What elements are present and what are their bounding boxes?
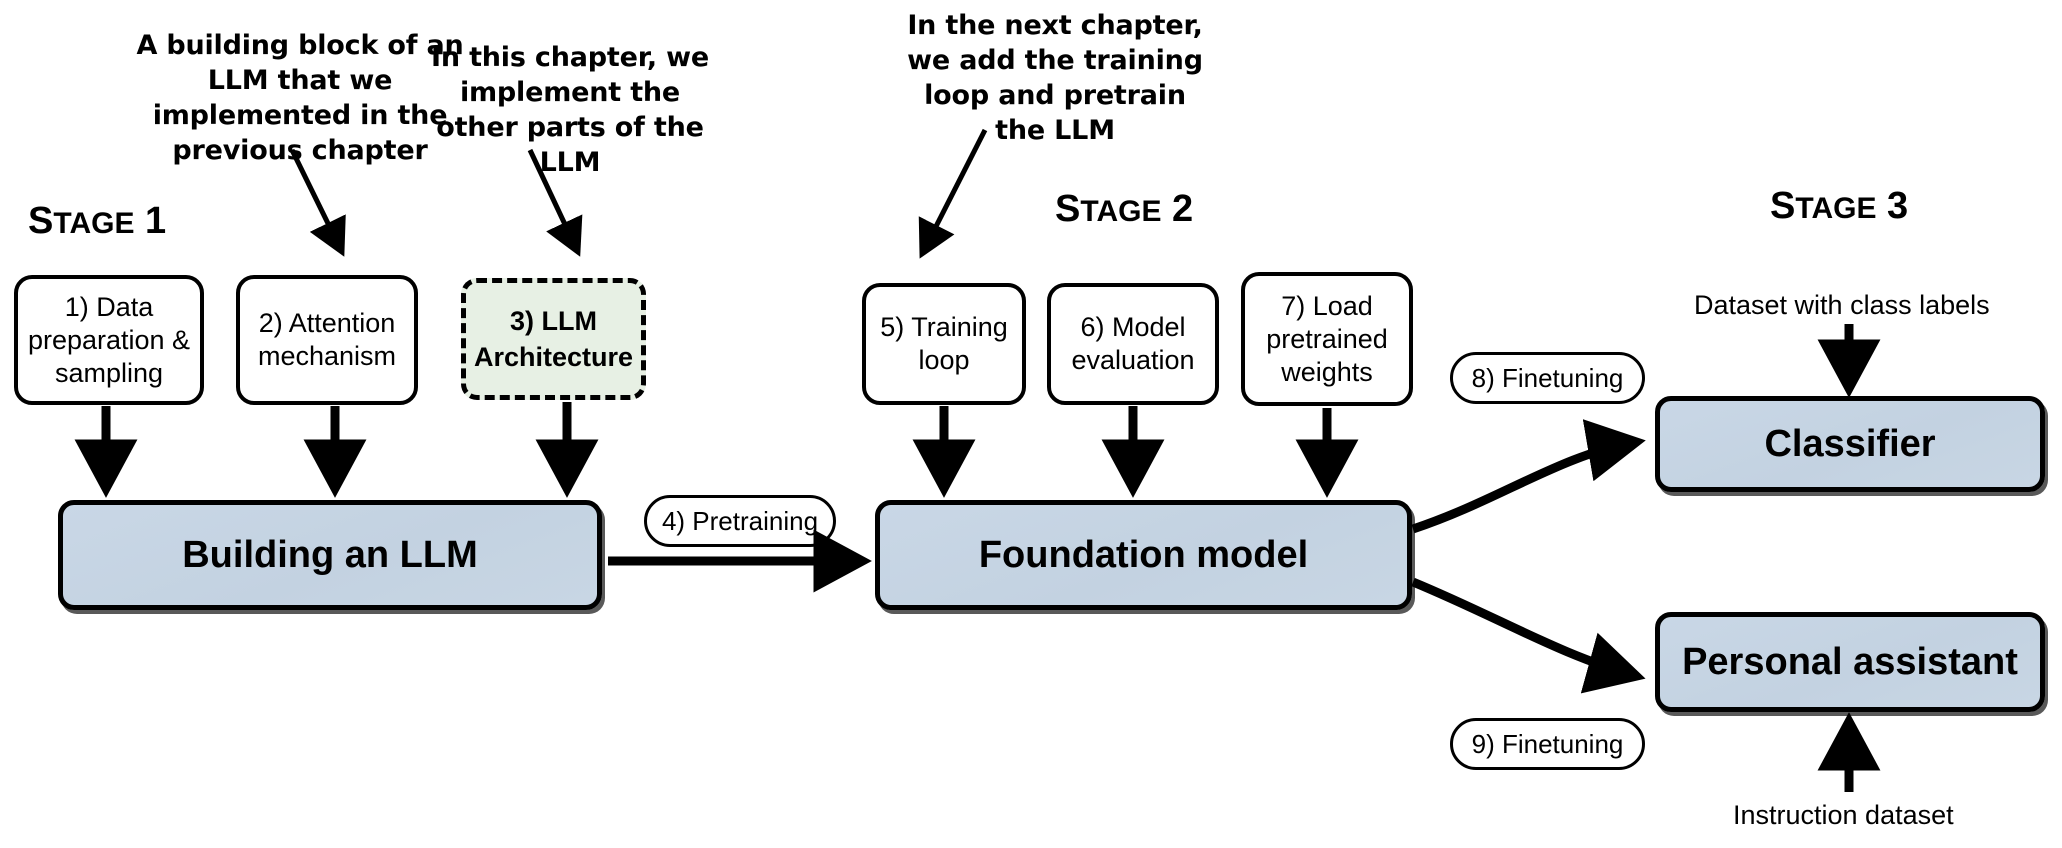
node-building-an-llm[interactable]: Building an LLM — [58, 500, 602, 610]
caption-dataset-class-labels: Dataset with class labels — [1694, 290, 1990, 320]
node-finetuning-8[interactable]: 8) Finetuning — [1450, 352, 1645, 404]
node-data-preparation[interactable]: 1) Data preparation & sampling — [14, 275, 204, 405]
stage-label-1-number: 1 — [145, 200, 167, 242]
node-model-evaluation[interactable]: 6) Model evaluation — [1047, 283, 1219, 405]
annotation-this-chapter: In this chapter, we implement the other … — [431, 42, 709, 178]
stage-label-3-rest: TAGE — [1795, 192, 1877, 225]
node-training-loop[interactable]: 5) Training loop — [862, 283, 1026, 405]
stage-label-2: STAGE 2 — [1055, 188, 1193, 231]
node-classifier[interactable]: Classifier — [1655, 396, 2045, 492]
node-llm-architecture[interactable]: 3) LLM Architecture — [461, 278, 646, 400]
node-personal-assistant[interactable]: Personal assistant — [1655, 612, 2045, 712]
arrow-foundation-to-classifier — [1411, 419, 1646, 534]
stage-label-1-prefix: S — [28, 200, 54, 242]
annotation-previous-chapter: A building block of an LLM that we imple… — [136, 30, 464, 166]
stage-label-2-number: 2 — [1172, 188, 1194, 230]
arrow-foundation-to-personal-assistant — [1411, 577, 1646, 694]
stage-label-1: STAGE 1 — [28, 200, 166, 243]
node-attention-mechanism[interactable]: 2) Attention mechanism — [236, 275, 418, 405]
node-load-pretrained-weights[interactable]: 7) Load pretrained weights — [1241, 272, 1413, 406]
node-foundation-model[interactable]: Foundation model — [875, 500, 1412, 610]
stage-label-1-rest: TAGE — [53, 207, 135, 240]
annotation-next-chapter: In the next chapter, we add the training… — [907, 10, 1203, 146]
stage-label-3: STAGE 3 — [1770, 185, 1908, 228]
stage-label-2-rest: TAGE — [1080, 195, 1162, 228]
caption-instruction-dataset: Instruction dataset — [1733, 800, 1954, 830]
node-pretraining[interactable]: 4) Pretraining — [644, 495, 836, 547]
stage-label-3-prefix: S — [1770, 185, 1796, 227]
arrow-annotation-to-training-loop — [918, 128, 988, 259]
stage-label-2-prefix: S — [1055, 188, 1081, 230]
stage-label-3-number: 3 — [1887, 185, 1909, 227]
node-finetuning-9[interactable]: 9) Finetuning — [1450, 718, 1645, 770]
